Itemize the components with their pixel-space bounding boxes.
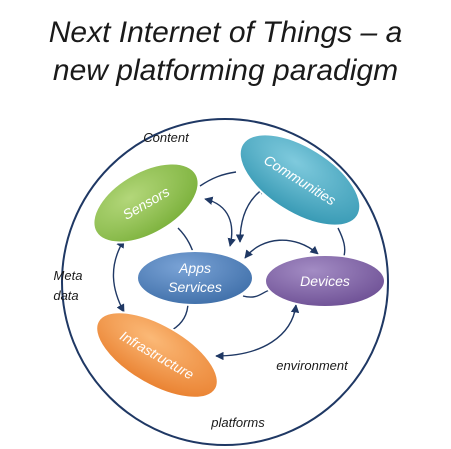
arrow-sensors-devices [204, 196, 236, 247]
infrastructure-ellipse [95, 311, 219, 399]
apps-services-ellipse [136, 250, 254, 306]
arrow-sensors-infrastructure [112, 239, 125, 313]
communities-ellipse [238, 133, 362, 227]
data-label: data [53, 288, 78, 303]
node-infrastructure: Infrastructure [95, 311, 219, 399]
meta-label: Meta [54, 268, 83, 283]
sensors-ellipse [92, 162, 200, 244]
node-sensors: Sensors [92, 162, 200, 244]
arrow-apps-devices-top [244, 239, 319, 259]
connector-apps-infrastructure [171, 301, 189, 331]
services-label: Services [168, 279, 222, 295]
content-label: Content [143, 130, 190, 145]
title-line-2: new platforming paradigm [52, 54, 399, 87]
apps-label: Apps [178, 260, 211, 276]
outer-platform-circle [61, 118, 389, 446]
environment-label: environment [276, 358, 349, 373]
arrow-infrastructure-devices [215, 304, 300, 361]
platforms-label: platforms [210, 415, 265, 430]
node-communities: Communities [238, 133, 362, 227]
page-title: Next Internet of Things – a new platform… [0, 14, 451, 90]
title-line-1: Next Internet of Things – a [48, 16, 403, 49]
node-devices: Devices [264, 254, 386, 308]
devices-ellipse [264, 254, 386, 308]
node-apps-services: Apps Services [136, 250, 254, 306]
devices-label: Devices [300, 273, 350, 289]
arrow-communities-apps [235, 186, 267, 243]
connector-communities-devices [337, 227, 346, 257]
connector-sensors-communities [199, 171, 237, 187]
